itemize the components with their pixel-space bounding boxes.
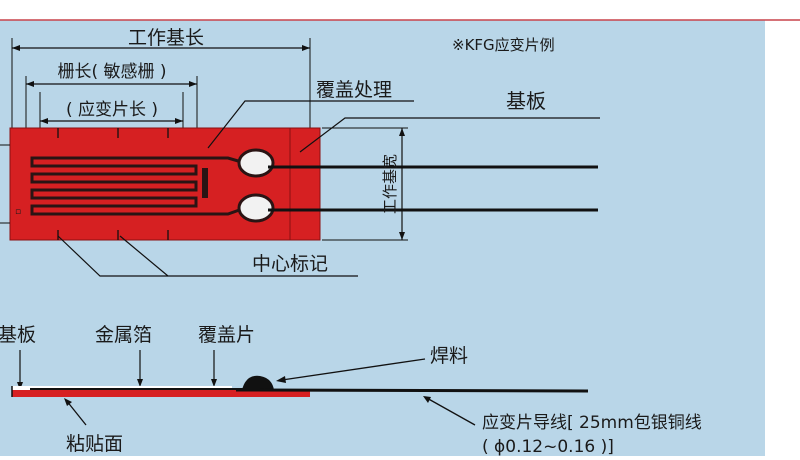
arrow-head (40, 118, 48, 124)
adhesive-surface-label: 粘贴面 (66, 433, 123, 455)
arrow-head (302, 45, 310, 51)
sensitive-grid (30, 156, 198, 216)
gauge-substrate (9, 127, 321, 241)
gauge-length-label: ( 应变片长 ) (66, 100, 158, 120)
arrow-head (26, 81, 34, 87)
solder-blob (242, 375, 274, 390)
substrate-label-top: 基板 (506, 89, 546, 113)
arrow-head (12, 45, 20, 51)
arrow-head (399, 128, 405, 136)
solder-tab-lower (237, 193, 275, 223)
cover-treatment-label: 覆盖处理 (316, 79, 392, 101)
kfg-example-label: ※KFG应变片例 (452, 36, 555, 54)
lead-wire-label-line2: ( ϕ0.12~0.16 )] (482, 437, 614, 456)
arrow-head (276, 376, 286, 383)
lead-wire-leader (424, 396, 476, 426)
arrow-head (64, 398, 72, 406)
substrate-label-bottom: 基板 (0, 324, 36, 346)
cover-treatment-leader (207, 100, 414, 149)
side-metal-foil (30, 388, 260, 390)
grid-length-label: 栅长( 敏感栅 ) (57, 62, 166, 82)
solder-leader (281, 358, 426, 381)
arrow-head (175, 118, 183, 124)
arrow-head (211, 379, 217, 387)
center-mark-label: 中心标记 (252, 253, 328, 275)
arrow-head (423, 396, 431, 403)
cover-sheet-label: 覆盖片 (198, 324, 255, 346)
metal-foil-label: 金属箔 (95, 324, 152, 346)
lead-wire-label-line1: 应变片导线[ 25mm包银铜线 (482, 413, 702, 433)
arrow-head (189, 81, 197, 87)
arrow-head (399, 232, 405, 240)
arrow-head (137, 379, 143, 387)
grid-terminal (202, 168, 208, 198)
side-lead-wire (235, 388, 589, 393)
center-mark-leader-2 (57, 235, 168, 277)
center-marks (57, 128, 169, 240)
solder-tab-upper (237, 148, 275, 178)
center-mark-symbol: ▫ (15, 207, 21, 217)
work-base-length-label: 工作基长 (128, 27, 204, 49)
adhesive-leader (65, 399, 87, 426)
work-base-width-label: 工作基宽 (381, 154, 399, 214)
side-substrate (12, 390, 310, 397)
solder-label: 焊料 (430, 345, 468, 367)
substrate-leader (299, 117, 600, 153)
grid-line (30, 156, 198, 216)
